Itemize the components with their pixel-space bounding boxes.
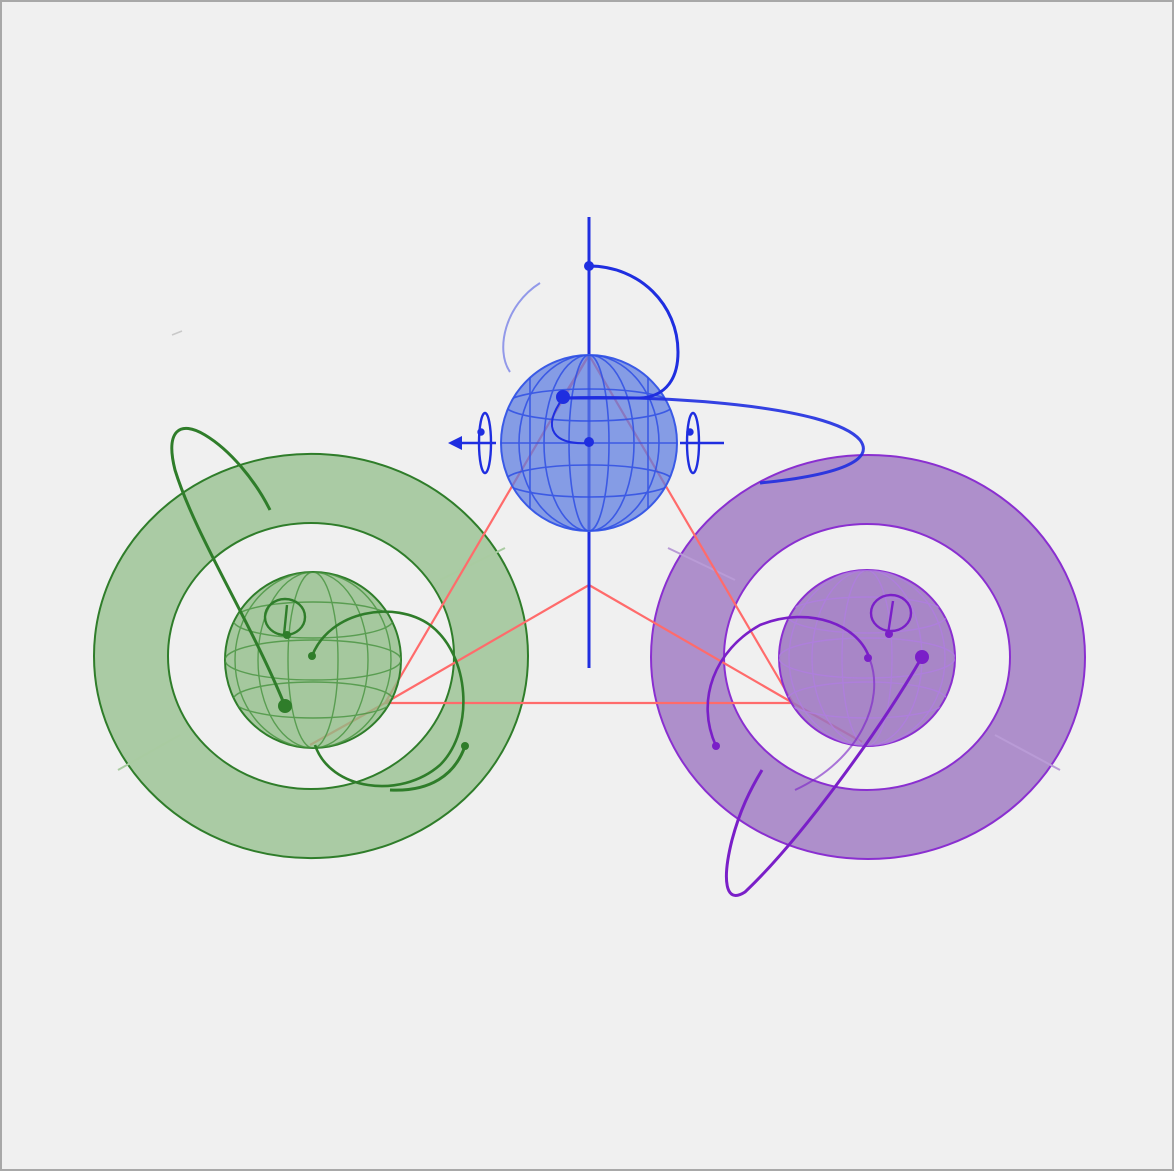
blue-point-top: [584, 261, 594, 271]
green-point-main: [278, 699, 292, 713]
green-point-b: [283, 631, 291, 639]
blue-left-arrow-icon: [448, 413, 496, 473]
blue-point-main: [556, 390, 570, 404]
faint-mark: [172, 331, 182, 335]
green-point-c: [461, 742, 469, 750]
green-point-a: [308, 652, 316, 660]
blue-right-rotation-icon: [680, 413, 724, 473]
purple-point-c: [712, 742, 720, 750]
green-sphere: [225, 572, 401, 748]
purple-point-a: [864, 654, 872, 662]
blue-point-center: [584, 437, 594, 447]
purple-point-b: [885, 630, 893, 638]
purple-point-main: [915, 650, 929, 664]
